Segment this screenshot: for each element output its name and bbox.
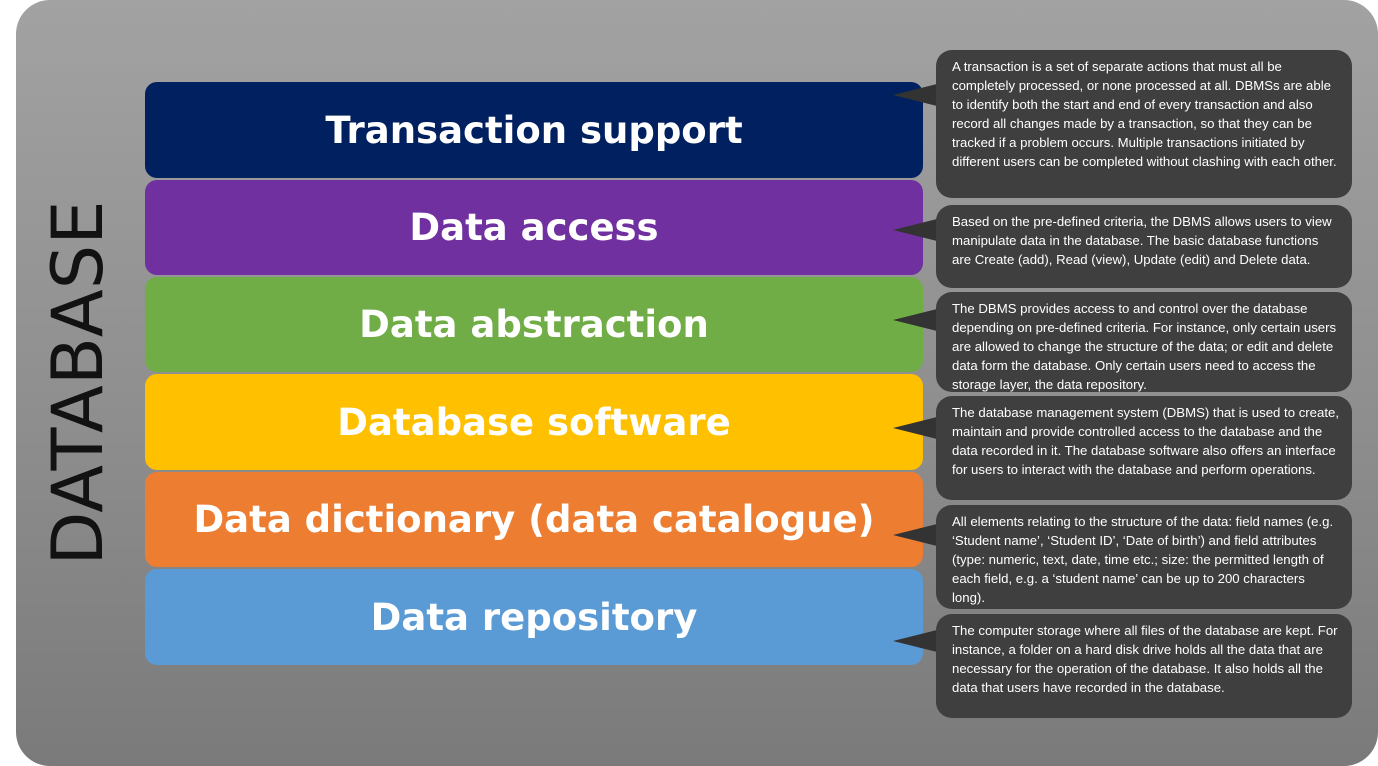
description-database-software: The database management system (DBMS) th… bbox=[936, 396, 1352, 500]
layer-transaction-support: Transaction support bbox=[145, 82, 923, 178]
callout-pointer-database-software bbox=[893, 417, 937, 439]
layer-label: Data dictionary (data catalogue) bbox=[193, 498, 875, 541]
layer-data-dictionary: Data dictionary (data catalogue) bbox=[145, 472, 923, 567]
layer-label: Database software bbox=[337, 400, 731, 444]
description-data-dictionary: All elements relating to the structure o… bbox=[936, 505, 1352, 609]
layer-database-software: Database software bbox=[145, 374, 923, 470]
callout-pointer-transaction-support bbox=[893, 84, 937, 106]
description-data-access: Based on the pre-defined criteria, the D… bbox=[936, 205, 1352, 288]
description-data-repository: The computer storage where all files of … bbox=[936, 614, 1352, 718]
description-data-abstraction: The DBMS provides access to and control … bbox=[936, 292, 1352, 392]
layer-label: Data repository bbox=[370, 595, 698, 639]
description-transaction-support: A transaction is a set of separate actio… bbox=[936, 50, 1352, 198]
layer-label: Transaction support bbox=[325, 108, 743, 152]
layer-data-abstraction: Data abstraction bbox=[145, 277, 923, 372]
layer-data-access: Data access bbox=[145, 180, 923, 275]
callout-pointer-data-repository bbox=[893, 630, 937, 652]
callout-pointer-data-abstraction bbox=[893, 309, 937, 331]
layer-data-repository: Data repository bbox=[145, 569, 923, 665]
layer-label: Data access bbox=[409, 206, 659, 249]
callout-pointer-data-access bbox=[893, 219, 937, 241]
database-title: DATABASE bbox=[37, 200, 119, 566]
callout-pointer-data-dictionary bbox=[893, 524, 937, 546]
layer-label: Data abstraction bbox=[359, 303, 709, 346]
